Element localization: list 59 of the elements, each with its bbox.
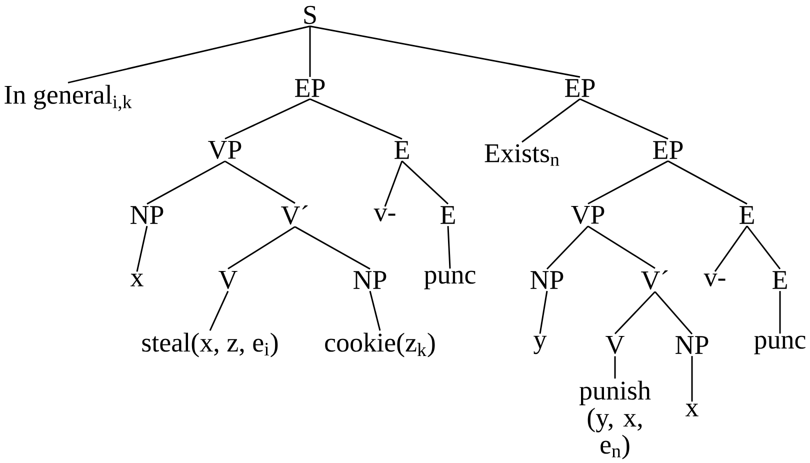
tree-label: V´: [641, 270, 668, 290]
tree-label: cookie(z$_{k}$): [325, 332, 435, 358]
tree-branch: [522, 98, 580, 143]
tree-branch: [384, 160, 403, 207]
tree-label: EP: [295, 79, 325, 97]
tree-branch: [310, 98, 402, 140]
tree-label: Exists$_{n}$: [484, 144, 560, 166]
tree-branch: [588, 226, 656, 269]
tree-branch: [309, 26, 311, 77]
tree-label: punc: [754, 336, 806, 354]
tree-label: In general$_{i,k}$: [4, 84, 132, 112]
tree-label: v-: [704, 274, 726, 286]
tree-label: steal(x, z, e$_{i}$): [142, 332, 278, 358]
tree-label: E: [772, 271, 787, 289]
tree-branch: [402, 160, 449, 204]
tree-branch: [614, 291, 656, 334]
tree-branch: [68, 26, 310, 84]
tree-label: x: [686, 404, 698, 416]
tree-label: S: [304, 6, 316, 24]
tree-label: x: [130, 274, 144, 286]
tree-label: E: [740, 206, 754, 224]
tree-label: EP: [653, 141, 683, 159]
tree-label: EP: [565, 79, 595, 97]
tree-branch: [546, 226, 589, 270]
tree-branch: [580, 98, 668, 140]
tree-branch: [654, 291, 693, 334]
tree-label: v-: [374, 208, 396, 222]
tree-label: E: [440, 206, 455, 224]
tree-label: V´: [281, 205, 308, 225]
tree-branch: [146, 160, 226, 205]
tree-branch: [668, 160, 748, 205]
tree-label: V: [218, 270, 238, 290]
tree-label: NP: [130, 206, 164, 224]
tree-branch: [224, 98, 310, 140]
tree-label: NP: [676, 336, 708, 354]
tree-branch: [224, 160, 296, 204]
tree-label: V: [606, 336, 624, 354]
tree-branch: [310, 26, 580, 78]
tree-branch: [779, 291, 781, 334]
tree-branch: [746, 226, 781, 270]
tree-branch: [209, 290, 229, 331]
tree-branch: [294, 226, 370, 270]
tree-label: NP: [354, 271, 386, 289]
tree-branch: [369, 290, 381, 331]
tree-label: E: [394, 141, 409, 159]
tree-label: VP: [208, 140, 242, 160]
tree-branch: [136, 226, 148, 272]
tree-label: punish (y, x, e$_{n}$): [579, 380, 651, 460]
tree-label: NP: [530, 271, 564, 289]
tree-label: y: [534, 336, 547, 354]
tree-branch: [691, 356, 693, 402]
tree-label: punc: [424, 270, 476, 290]
tree-label: VP: [571, 206, 604, 224]
tree-branch: [228, 226, 296, 270]
tree-branch: [588, 160, 668, 204]
tree-branch: [714, 226, 748, 272]
tree-branch: [614, 356, 616, 379]
tree-branch: [447, 226, 451, 269]
tree-branch: [539, 290, 548, 334]
